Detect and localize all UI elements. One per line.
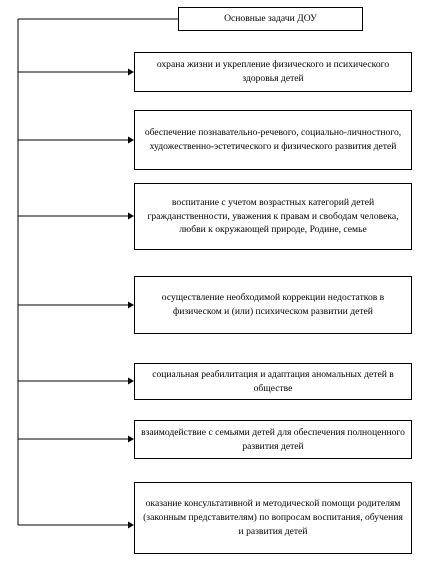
- arrowhead: [128, 301, 134, 309]
- task-box: социальная реабилитация и адаптация аном…: [134, 363, 412, 400]
- task-box: оказание консультативной и методической …: [134, 482, 412, 554]
- arrowhead: [128, 136, 134, 144]
- diagram-title-box: Основные задачи ДОУ: [178, 7, 363, 31]
- diagram-title: Основные задачи ДОУ: [224, 13, 317, 25]
- arrowhead: [128, 212, 134, 220]
- task-text: воспитание с учетом возрастных категорий…: [147, 196, 399, 236]
- arrowhead: [128, 68, 134, 76]
- task-box: охрана жизни и укрепление физического и …: [134, 52, 412, 92]
- task-text: социальная реабилитация и адаптация аном…: [152, 368, 394, 394]
- arrowhead: [128, 521, 134, 529]
- arrowhead: [128, 377, 134, 385]
- task-text: взаимодействие с семьями детей для обесп…: [141, 426, 405, 452]
- task-text: охрана жизни и укрепление физического и …: [156, 59, 390, 84]
- task-text: осуществление необходимой коррекции недо…: [161, 292, 385, 317]
- task-box: обеспечение познавательно-речевого, соци…: [134, 110, 412, 170]
- task-box: воспитание с учетом возрастных категорий…: [134, 183, 412, 250]
- task-text: обеспечение познавательно-речевого, соци…: [144, 127, 402, 152]
- task-box: осуществление необходимой коррекции недо…: [134, 276, 412, 334]
- arrowhead: [128, 435, 134, 443]
- task-box: взаимодействие с семьями детей для обесп…: [134, 420, 412, 459]
- task-text: оказание консультативной и методической …: [143, 498, 403, 537]
